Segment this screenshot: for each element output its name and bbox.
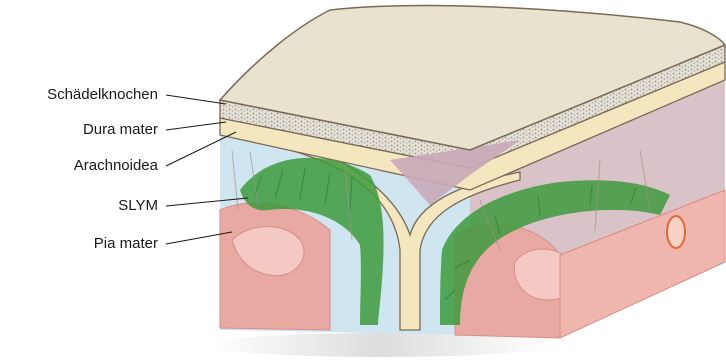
- label-pia: Pia mater: [8, 235, 158, 252]
- leader-skull: [166, 95, 226, 104]
- leader-dura: [166, 122, 226, 130]
- label-arachnoid: Arachnoidea: [8, 157, 158, 174]
- label-skull: Schädelknochen: [8, 86, 158, 103]
- label-dura: Dura mater: [8, 121, 158, 138]
- blood-vessel: [667, 216, 685, 248]
- label-slym: SLYM: [8, 197, 158, 214]
